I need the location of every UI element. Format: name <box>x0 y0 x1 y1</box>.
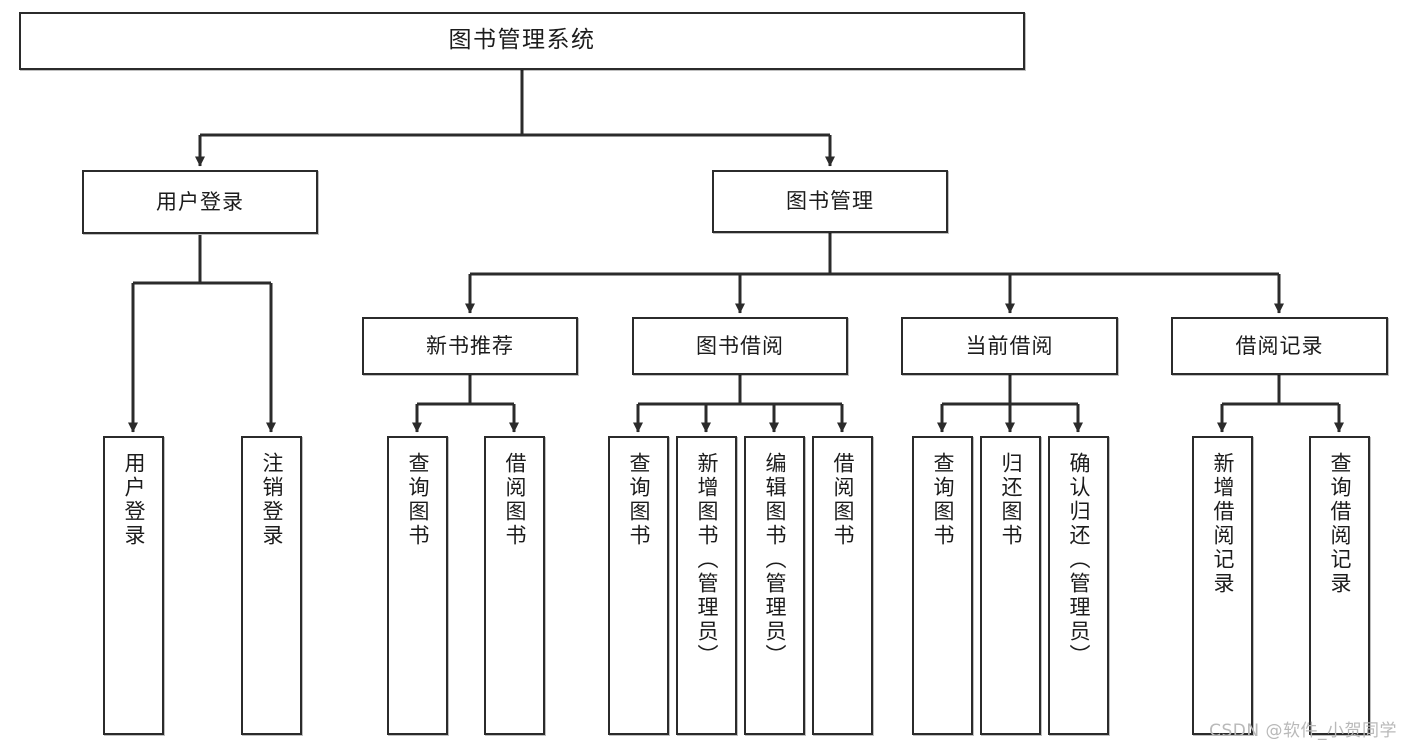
node-label: 新增图书（管理员） <box>695 452 719 668</box>
leaf-return-books[interactable]: 归还图书 <box>980 436 1041 735</box>
node-label: 归还图书 <box>999 452 1023 548</box>
node-label: 用户登录 <box>122 452 146 548</box>
node-label: 查询图书 <box>406 452 430 548</box>
leaf-add-borrow-record[interactable]: 新增借阅记录 <box>1192 436 1253 735</box>
csdn-watermark: CSDN @软件_小贺同学 <box>1209 721 1397 741</box>
node-current-borrowing[interactable]: 当前借阅 <box>901 317 1118 375</box>
node-label: 图书借阅 <box>696 333 784 358</box>
node-label: 借阅图书 <box>831 452 855 548</box>
node-label: 借阅图书 <box>503 452 527 548</box>
node-label: 新书推荐 <box>426 333 514 358</box>
node-label: 确认归还（管理员） <box>1067 452 1091 668</box>
leaf-logout[interactable]: 注销登录 <box>241 436 302 735</box>
leaf-query-books-borrow[interactable]: 查询图书 <box>608 436 669 735</box>
leaf-user-login[interactable]: 用户登录 <box>103 436 164 735</box>
leaf-edit-book-admin[interactable]: 编辑图书（管理员） <box>744 436 805 735</box>
leaf-add-book-admin[interactable]: 新增图书（管理员） <box>676 436 737 735</box>
leaf-borrow-books[interactable]: 借阅图书 <box>812 436 873 735</box>
node-book-borrowing[interactable]: 图书借阅 <box>632 317 848 375</box>
node-label: 当前借阅 <box>965 333 1054 358</box>
node-label: 借阅记录 <box>1235 333 1324 358</box>
node-label: 注销登录 <box>260 452 284 548</box>
node-label: 查询图书 <box>931 452 955 548</box>
node-new-book-recommendation[interactable]: 新书推荐 <box>362 317 578 375</box>
node-label: 新增借阅记录 <box>1211 452 1235 596</box>
node-label: 编辑图书（管理员） <box>763 452 787 668</box>
node-borrowing-records[interactable]: 借阅记录 <box>1171 317 1388 375</box>
node-book-management[interactable]: 图书管理 <box>712 170 948 233</box>
leaf-query-borrow-record[interactable]: 查询借阅记录 <box>1309 436 1370 735</box>
node-label: 用户登录 <box>156 189 244 214</box>
node-root-book-management-system[interactable]: 图书管理系统 <box>19 12 1025 70</box>
node-user-login[interactable]: 用户登录 <box>82 170 318 234</box>
leaf-query-books-current[interactable]: 查询图书 <box>912 436 973 735</box>
leaf-borrow-books-recommend[interactable]: 借阅图书 <box>484 436 545 735</box>
node-label: 图书管理 <box>786 189 874 214</box>
node-label: 查询借阅记录 <box>1328 452 1352 596</box>
node-label: 查询图书 <box>627 452 651 548</box>
leaf-confirm-return-admin[interactable]: 确认归还（管理员） <box>1048 436 1109 735</box>
leaf-query-books-recommend[interactable]: 查询图书 <box>387 436 448 735</box>
node-label: 图书管理系统 <box>448 27 596 54</box>
